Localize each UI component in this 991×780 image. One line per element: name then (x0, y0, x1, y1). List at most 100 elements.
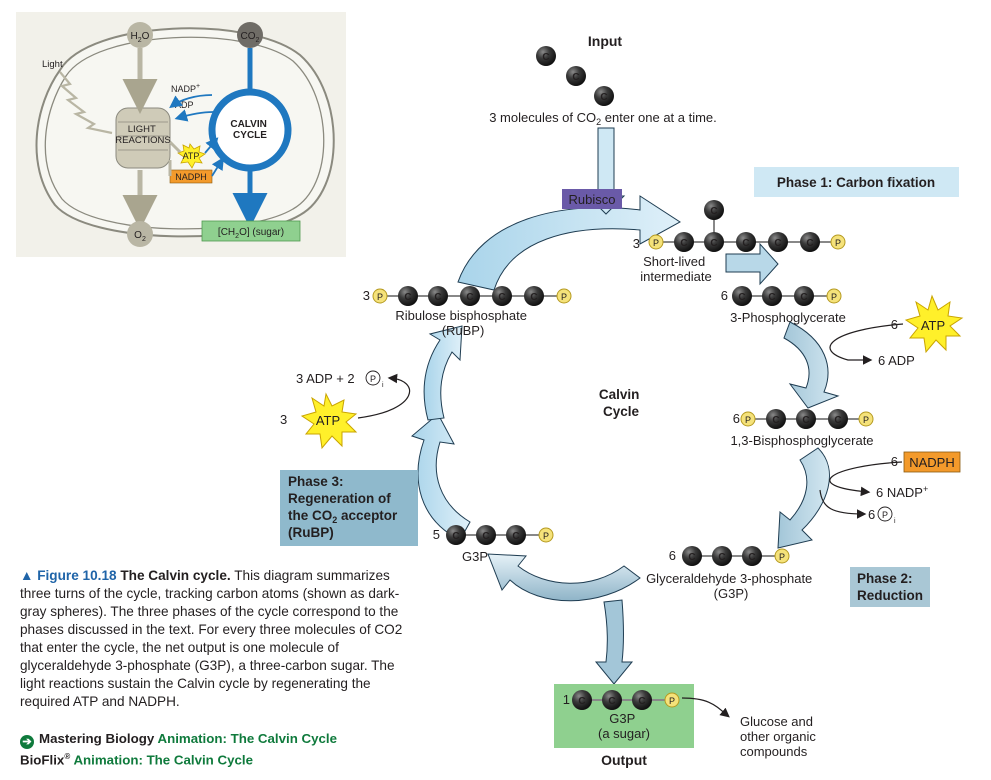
intermediate-label: Short-lived intermediate (640, 254, 712, 284)
figure-title: The Calvin cycle. (120, 568, 231, 583)
mastering-biology-links: ➔Mastering Biology Animation: The Calvin… (20, 731, 440, 768)
svg-text:C: C (434, 292, 441, 303)
phase1-box (754, 167, 959, 197)
carbon: C (800, 232, 820, 252)
phosphate: P (556, 288, 572, 304)
svg-text:P: P (370, 374, 376, 384)
svg-text:C: C (710, 206, 717, 217)
atp-phase2-arrow (829, 323, 904, 365)
cycle-arrows (410, 127, 840, 685)
phase3-box (280, 470, 418, 546)
g3p5-label: G3P (462, 549, 488, 564)
output-to-glucose-arrow (681, 697, 730, 718)
carbon: C (742, 546, 762, 566)
nadph-label: NADPH (909, 455, 955, 470)
svg-text:C: C (748, 552, 755, 563)
nadph-to-pi-arrow (819, 489, 867, 519)
carbon: C (704, 232, 724, 252)
svg-text:C: C (608, 696, 615, 707)
animation-link-1[interactable]: Animation: The Calvin Cycle (157, 731, 338, 746)
atp-phase3-star (300, 392, 358, 450)
svg-text:P: P (779, 552, 785, 562)
intermediate-count: 3 (633, 236, 640, 251)
phosphate: P (826, 288, 842, 304)
rubisco-box (562, 189, 622, 209)
pi-out-count: 6 (868, 507, 875, 522)
light-label: Light (42, 59, 63, 70)
pga-label: 3-Phosphoglycerate (730, 310, 846, 325)
svg-text:P: P (831, 292, 837, 302)
svg-text:C: C (834, 415, 841, 426)
adp-phase3-label: 3 ADP + 2 (296, 371, 355, 386)
svg-text:P: P (863, 415, 869, 425)
svg-text:C: C (542, 52, 549, 63)
glucose-label: Glucose and other organic compounds (740, 714, 820, 759)
inset-adp-label: ADP (175, 100, 194, 110)
svg-text:P: P (882, 510, 888, 520)
svg-text:i: i (382, 382, 384, 389)
output-section: 1 C C C P G3P (a sugar) Output Glucose a… (554, 684, 820, 768)
phase2-lower-arrow (777, 447, 830, 549)
svg-text:C: C (710, 238, 717, 249)
carbon: C (398, 286, 418, 306)
svg-text:C: C (688, 552, 695, 563)
svg-text:C: C (482, 531, 489, 542)
calvin-ring-label: CALVIN CYCLE (230, 119, 269, 141)
figure-text: This diagram summarizes three turns of t… (20, 568, 403, 709)
adp-phase2-label: 6 ADP (878, 353, 915, 368)
phosphate: P (664, 692, 680, 708)
atp-phase3-count: 3 (280, 412, 287, 427)
h2o-label: H2O (131, 31, 150, 44)
animation-link-2[interactable]: Animation: The Calvin Cycle (73, 752, 253, 768)
h2o-circle (127, 22, 153, 48)
bpg-molecule: 6 P C C C P 1,3-Bisphosphoglycerate (730, 409, 874, 448)
pi-phase3-symbol: P i (365, 370, 384, 389)
svg-text:C: C (742, 238, 749, 249)
carbon: C (476, 525, 496, 545)
atp-phase3-arrow (357, 373, 411, 419)
svg-text:C: C (512, 531, 519, 542)
input-carbon-2: C (566, 66, 586, 86)
inset-atp-star (177, 143, 206, 169)
carbon: C (794, 286, 814, 306)
co2-circle (237, 22, 263, 48)
svg-text:C: C (802, 415, 809, 426)
atp-phase2-star (904, 294, 964, 354)
nadph-to-nadp-arrow (829, 461, 903, 497)
inset-nadph-box (169, 169, 213, 184)
carbon: C (828, 409, 848, 429)
o2-circle (127, 221, 153, 247)
svg-text:P: P (669, 696, 675, 706)
arrow-circle-icon: ➔ (20, 735, 34, 749)
g3p5-count: 5 (433, 527, 440, 542)
atp-to-cycle-arrow (204, 137, 219, 154)
nadph-count: 6 (891, 454, 898, 469)
input-carbon-3: C (594, 86, 614, 106)
carbon: C (446, 525, 466, 545)
phosphate: P (740, 411, 756, 427)
bpg-count: 6 (733, 411, 740, 426)
inset-atp-label: ATP (183, 151, 200, 161)
phosphate: P (648, 234, 664, 250)
svg-text:C: C (718, 552, 725, 563)
carbon: C (428, 286, 448, 306)
phosphate: P (830, 234, 846, 250)
phase1-label: Phase 1: Carbon fixation (777, 175, 935, 190)
svg-text:C: C (768, 292, 775, 303)
light-to-atp-connector (168, 140, 182, 154)
phase3-label: Phase 3: Regeneration of the CO2 accepto… (288, 474, 401, 540)
svg-text:C: C (772, 415, 779, 426)
atp-phase3: 3 ADP + 2 P i 3 ATP (280, 370, 411, 450)
mastering-line-1[interactable]: ➔Mastering Biology Animation: The Calvin… (20, 731, 440, 749)
atp-phase2: 6 ATP 6 ADP (829, 294, 964, 368)
inset-nadp-label: NADP+ (171, 83, 200, 94)
g3p5-molecule: 5 C C C P G3P (433, 525, 554, 564)
svg-text:C: C (600, 92, 607, 103)
carbon: C (674, 232, 694, 252)
svg-text:P: P (835, 238, 841, 248)
carbon: C (796, 409, 816, 429)
svg-text:C: C (572, 72, 579, 83)
mastering-line-2[interactable]: BioFlix® Animation: The Calvin Cycle (20, 749, 440, 768)
svg-text:C: C (530, 292, 537, 303)
